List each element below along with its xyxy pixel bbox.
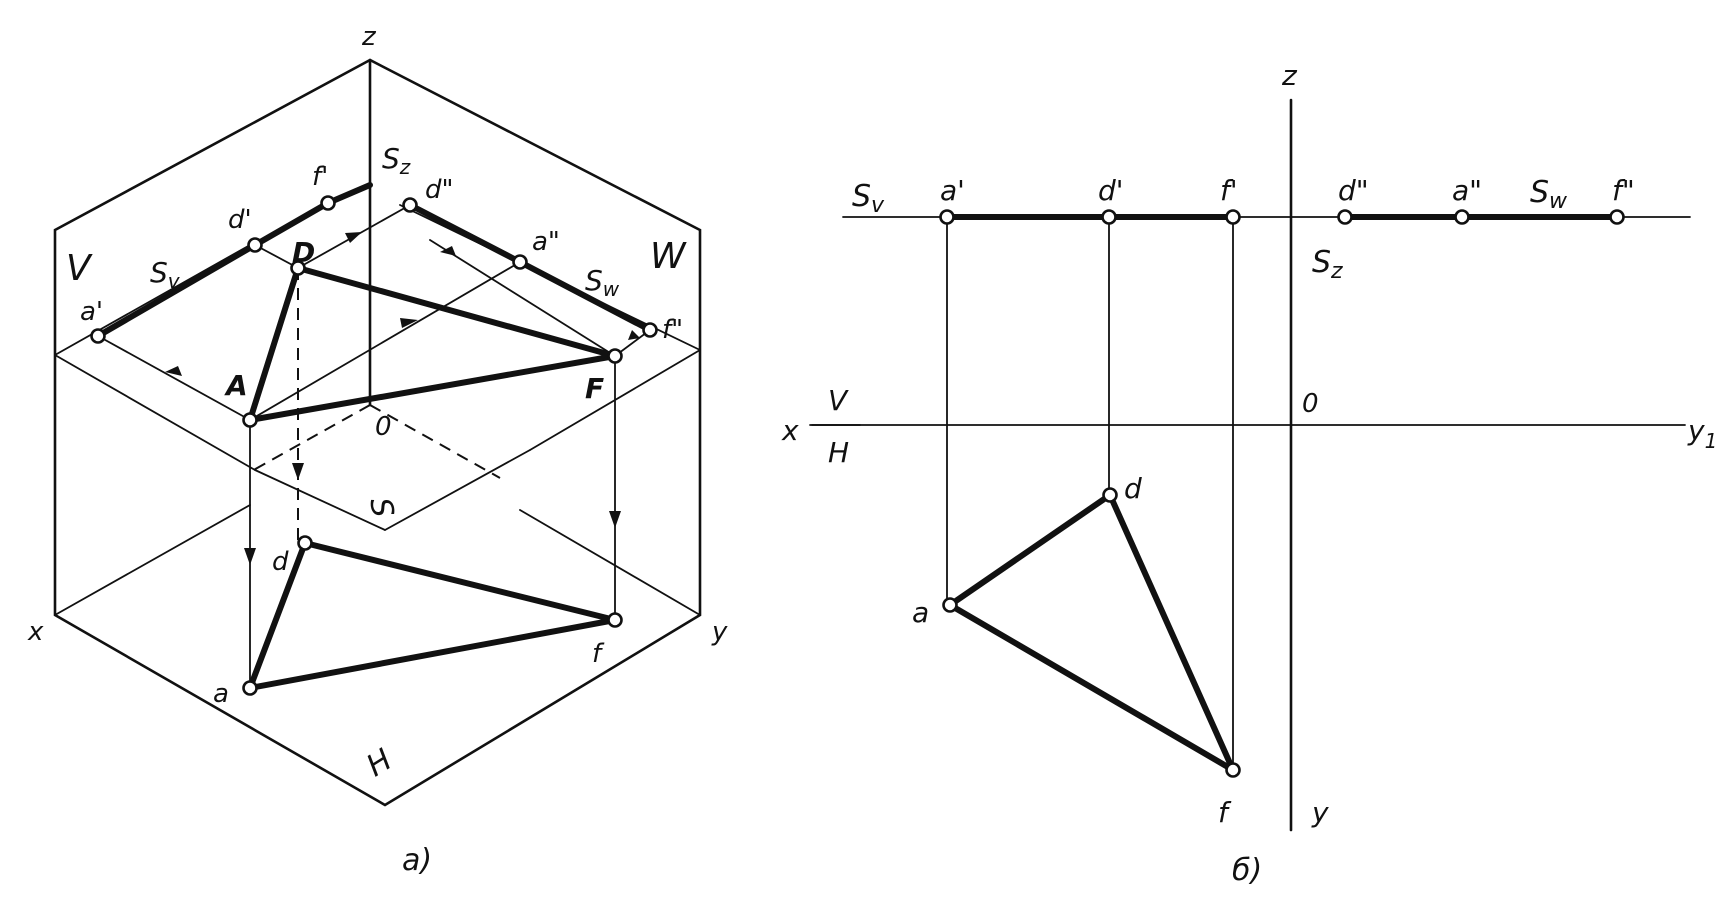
point-A: [242, 412, 258, 428]
arrow-a-down: [244, 548, 256, 565]
label-trace-sz: Sz: [382, 142, 411, 179]
label-plane-s: S: [362, 495, 400, 520]
plane-s-front-edge-right: [384, 449, 531, 531]
point-a-b: [942, 597, 958, 613]
point-a2: [512, 254, 528, 270]
label-d2: d": [425, 175, 453, 205]
label-d2-b: d": [1338, 174, 1369, 207]
point-f2-b: [1609, 209, 1625, 225]
triangle-adf: [247, 265, 618, 423]
label-f1: f': [312, 162, 328, 192]
point-d: [297, 535, 313, 551]
label-z-axis: z: [361, 22, 377, 52]
label-d1: d': [228, 205, 252, 235]
arrow-d-down: [292, 463, 304, 480]
label-d: d: [272, 547, 289, 577]
label-d-b: d: [1124, 472, 1142, 505]
label-origin: 0: [375, 412, 392, 442]
diagram-b: z y 0 x y1 V H Sv Sw Sz a' d' f' d" a" f…: [781, 59, 1717, 888]
arrow-d2: [345, 232, 362, 243]
label-plane-h: H: [361, 742, 399, 784]
point-F: [607, 348, 623, 364]
point-d2-b: [1337, 209, 1353, 225]
hidden-x-axis: [249, 404, 371, 473]
arrow-a1: [165, 366, 182, 376]
label-f-b: f: [1218, 796, 1232, 829]
caption-a: a): [402, 843, 432, 878]
projector-f2-d2-ref: [429, 239, 616, 357]
label-F: F: [585, 372, 604, 405]
point-f2: [642, 322, 658, 338]
label-y1-axis-b: y1: [1687, 414, 1717, 453]
label-d1-b: d': [1098, 174, 1123, 207]
label-z-axis-b: z: [1281, 59, 1298, 92]
y-axis-line: [519, 509, 701, 616]
point-a: [242, 680, 258, 696]
projector-a-to-a2: [249, 261, 521, 421]
label-a1-b: a': [940, 174, 965, 207]
diagram-a: z x y 0 V W H S Sv Sw Sz a' d' f' d" a" …: [27, 22, 728, 878]
label-y-axis-b: y: [1311, 796, 1329, 829]
label-x-axis: x: [27, 617, 44, 647]
point-D: [290, 260, 306, 276]
label-f: f: [592, 639, 605, 669]
point-f1-b: [1225, 209, 1241, 225]
arrow-a2: [400, 318, 418, 328]
triangle-adf-horizontal: [247, 540, 618, 691]
label-a1: a': [80, 297, 103, 327]
label-trace-sz-b: Sz: [1312, 245, 1343, 284]
label-trace-sv-b: Sv: [852, 179, 885, 218]
triangle-adf-plan: [947, 492, 1236, 773]
plane-s-front-bottom: [254, 469, 386, 531]
label-a2-b: a": [1452, 174, 1482, 207]
point-d2: [402, 197, 418, 213]
caption-b: б): [1232, 853, 1262, 888]
label-trace-sw-b: Sw: [1530, 175, 1568, 214]
projector-a-to-a1: [97, 335, 251, 421]
label-y-axis: y: [711, 617, 728, 647]
label-f2: f": [662, 315, 683, 345]
arrow-f2: [628, 330, 640, 340]
label-origin-b: 0: [1302, 389, 1319, 419]
point-f1: [320, 195, 336, 211]
label-D: D: [292, 236, 315, 269]
point-d-b: [1102, 487, 1118, 503]
hidden-y-axis: [369, 404, 501, 479]
arrow-w: [440, 246, 456, 256]
projector-d-to-d1: [254, 244, 299, 269]
arrow-f-down: [609, 511, 621, 528]
label-a-b: a: [912, 596, 929, 629]
label-f1-b: f': [1220, 174, 1238, 207]
label-a2: a": [532, 227, 560, 257]
label-fraction-v: V: [828, 384, 849, 417]
point-f-b: [1225, 762, 1241, 778]
label-trace-sw: Sw: [585, 264, 620, 301]
point-d1-b: [1101, 209, 1117, 225]
point-a2-b: [1454, 209, 1470, 225]
plane-s-front-edge-left: [54, 354, 256, 471]
label-fraction-h: H: [828, 436, 849, 469]
label-A: A: [224, 369, 248, 402]
x-axis-line: [54, 504, 251, 616]
label-f2-b: f": [1612, 174, 1635, 207]
cube-outline: [53, 58, 702, 807]
label-plane-w: W: [650, 236, 687, 277]
trace-sv-line: [95, 182, 373, 339]
label-trace-sv: Sv: [150, 256, 181, 293]
point-d1: [247, 237, 263, 253]
point-f: [607, 612, 623, 628]
point-a1: [90, 328, 106, 344]
label-plane-v: V: [66, 248, 93, 289]
label-x-axis-b: x: [781, 414, 799, 447]
label-a: a: [213, 679, 229, 709]
point-a1-b: [939, 209, 955, 225]
